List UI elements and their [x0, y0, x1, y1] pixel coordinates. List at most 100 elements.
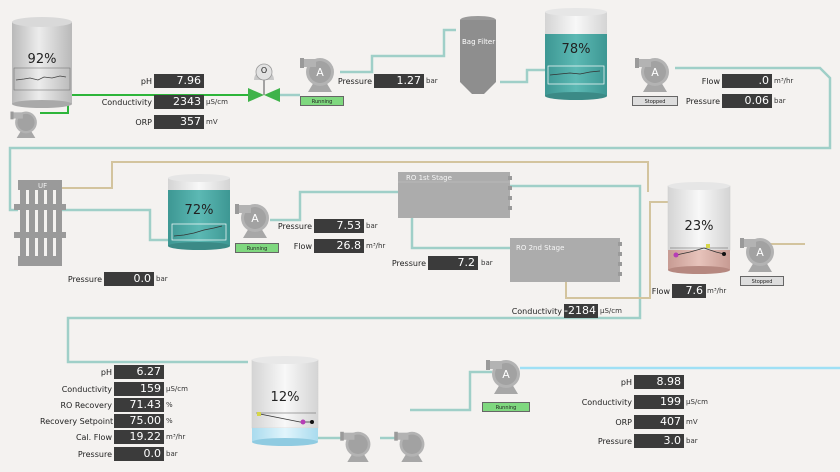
pump2-flow-unit: m³/hr	[774, 77, 794, 85]
output-pressure-value: 3.0	[634, 434, 684, 448]
ro-mid-pressure-label: Pressure	[391, 259, 426, 268]
product-recovery-setpoint-unit: %	[166, 417, 173, 425]
product-recovery-setpoint-label: Recovery Setpoint	[40, 417, 114, 426]
ro2-label: RO 2nd Stage	[516, 244, 565, 252]
pump3-outlet-pipe	[270, 190, 398, 222]
uf-backwash-pipe	[62, 161, 649, 192]
product-ph-label: pH	[100, 368, 112, 377]
pump3-flow-unit: m³/hr	[366, 242, 386, 250]
product-pressure-unit: bar	[166, 450, 178, 458]
uf-label: UF	[38, 182, 48, 190]
pump2-status[interactable]: Stopped	[632, 96, 678, 106]
feed-conductivity-label: Conductivity	[101, 98, 152, 107]
pump2-flow-label: Flow	[701, 77, 720, 86]
feed-valve[interactable]	[248, 63, 280, 102]
output-conductivity-label: Conductivity	[581, 398, 632, 407]
uf-pressure-label: Pressure	[67, 275, 102, 284]
product-conductivity-label: Conductivity	[61, 385, 112, 394]
feed-pump-icon[interactable]	[10, 111, 37, 138]
product-pressure-value: 0.0	[114, 447, 164, 461]
pump2-letter: A	[651, 66, 659, 79]
ro-mid-pressure-value: 7.2	[428, 256, 478, 270]
ro1-label: RO 1st Stage	[406, 174, 452, 182]
output-orp-unit: mV	[686, 418, 698, 426]
pump3-flow-value: 26.8	[314, 239, 364, 253]
uf-product-tank	[168, 174, 230, 250]
product-pump-b-icon[interactable]	[394, 431, 425, 462]
product-cal-flow-unit: m³/hr	[166, 433, 186, 441]
ro-conductivity-unit: µS/cm	[600, 307, 622, 315]
bagfilter-outlet-pipe	[500, 68, 545, 84]
output-ph-label: pH	[620, 378, 632, 387]
ro1-to-ro2-pipe	[410, 216, 510, 250]
pump2-outlet-pipe	[8, 66, 832, 212]
ro-flow-label: Flow	[651, 287, 670, 296]
raw-tank-level: 92%	[27, 52, 57, 67]
pump1-pressure-value: 1.27	[374, 74, 424, 88]
uf-outlet-pipe	[60, 208, 172, 242]
product-return-pipe	[410, 370, 492, 412]
output-conductivity-unit: µS/cm	[686, 398, 708, 406]
product-pressure-label: Pressure	[77, 450, 112, 459]
uf-pressure-unit: bar	[156, 275, 168, 283]
pump1-pressure-unit: bar	[426, 77, 438, 85]
ro-reject-tank	[667, 182, 731, 274]
bag-filter-tank	[545, 8, 607, 100]
ro1-permeate-pipe	[66, 184, 642, 364]
ro-2nd-stage	[510, 238, 622, 282]
uf-tank-level: 72%	[184, 203, 214, 218]
ro-flow-value: 7.6	[672, 284, 706, 298]
pump4-status[interactable]: Stopped	[740, 276, 784, 286]
bag-tank-level: 78%	[561, 42, 591, 57]
output-pressure-unit: bar	[686, 437, 698, 445]
feed-orp-label: ORP	[135, 118, 152, 127]
product-cal-flow-value: 19.22	[114, 430, 164, 444]
product-tank	[251, 356, 319, 446]
output-orp-value: 407	[634, 415, 684, 429]
pump1-outlet-pipe	[340, 28, 456, 74]
ro2-concentrate-pipe	[565, 201, 668, 299]
product-ro-recovery-unit: %	[166, 401, 173, 409]
feed-ph-value: 7.96	[154, 74, 204, 88]
feed-ph-label: pH	[140, 77, 152, 86]
feed-orp-unit: mV	[206, 118, 218, 126]
product-ph-value: 6.27	[114, 365, 164, 379]
product-pump-a-icon[interactable]	[340, 431, 371, 462]
product-conductivity-value: 159	[114, 382, 164, 396]
pump1-letter: A	[316, 66, 324, 79]
product-recovery-setpoint-value[interactable]: 75.00	[114, 414, 164, 428]
bag-filter-label: Bag Filter	[462, 38, 496, 46]
pump3-status[interactable]: Running	[235, 243, 279, 253]
product-cal-flow-label: Cal. Flow	[75, 433, 112, 442]
product-tank-level: 12%	[270, 390, 300, 405]
ro-conductivity-label: Conductivity	[511, 307, 562, 316]
output-pressure-label: Pressure	[597, 437, 632, 446]
output-conductivity-value: 199	[634, 395, 684, 409]
output-ph-value: 8.98	[634, 375, 684, 389]
pump5-status[interactable]: Running	[482, 402, 530, 412]
feed-orp-value: 357	[154, 115, 204, 129]
product-ro-recovery-value: 71.43	[114, 398, 164, 412]
product-conductivity-unit: µS/cm	[166, 385, 188, 393]
pump3-pressure-unit: bar	[366, 222, 378, 230]
pump3-pressure-value: 7.53	[314, 219, 364, 233]
product-ro-recovery-label: RO Recovery	[60, 401, 113, 410]
ro-1st-stage	[398, 172, 512, 218]
pump3-pressure-label: Pressure	[277, 222, 312, 231]
ro-flow-unit: m³/hr	[707, 287, 727, 295]
pump1-pressure-label: Pressure	[337, 77, 372, 86]
output-orp-label: ORP	[615, 418, 632, 427]
pump2-pressure-label: Pressure	[685, 97, 720, 106]
ro-mid-pressure-unit: bar	[481, 259, 493, 267]
pump3-letter: A	[251, 212, 259, 225]
ro-tank-level: 23%	[684, 219, 714, 234]
feed-conductivity-unit: µS/cm	[206, 98, 228, 106]
pump5-letter: A	[502, 368, 510, 381]
uf-pressure-value: 0.0	[104, 272, 154, 286]
ro-conductivity-value: -2184	[564, 304, 598, 318]
pump3-flow-label: Flow	[293, 242, 312, 251]
pump2-pressure-unit: bar	[774, 97, 786, 105]
pump1-status[interactable]: Running	[300, 96, 344, 106]
feed-conductivity-value: 2343	[154, 95, 204, 109]
